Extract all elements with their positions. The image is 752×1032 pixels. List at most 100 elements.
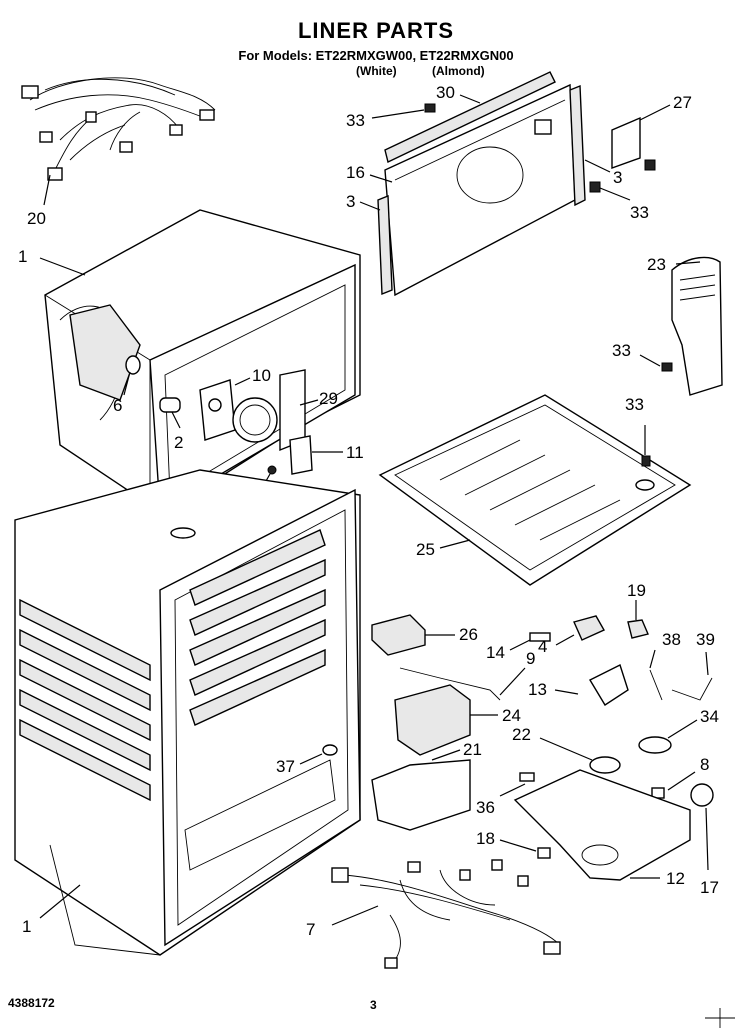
callout-26: 26: [459, 625, 478, 644]
part-36: [519, 772, 535, 782]
callout-33c: 33: [630, 203, 649, 222]
callout-34: 34: [700, 707, 719, 726]
leader-3b: [584, 159, 611, 173]
part-22: [589, 756, 621, 774]
leader-9: [499, 667, 526, 696]
part-9: [399, 667, 501, 701]
callout-10: 10: [252, 366, 271, 385]
fresh-food-liner: [14, 469, 361, 956]
callout-8: 8: [700, 755, 709, 774]
evaporator-cover: [377, 71, 586, 297]
part-38: [649, 669, 663, 701]
leader-17: [705, 807, 709, 871]
part-2: [159, 397, 181, 413]
callout-33b: 33: [346, 111, 365, 130]
page-number: 3: [370, 998, 377, 1012]
leader-20: [43, 174, 51, 206]
callout-33e: 33: [625, 395, 644, 414]
callout-14: 14: [486, 643, 505, 662]
part-26: [371, 614, 426, 656]
callout-7: 7: [306, 920, 315, 939]
callout-24: 24: [502, 706, 521, 725]
leader-4: [555, 634, 575, 646]
part-23-duct: [671, 256, 723, 396]
part-19: [627, 619, 649, 639]
leader-14: [509, 639, 531, 651]
part-33e: [641, 455, 651, 467]
callout-37: 37: [276, 757, 295, 776]
part-14: [529, 632, 551, 642]
callout-6: 6: [113, 396, 122, 415]
callout-16: 16: [346, 163, 365, 182]
callout-36: 36: [476, 798, 495, 817]
freezer-liner: [44, 209, 361, 516]
callout-27: 27: [673, 93, 692, 112]
leader-38: [649, 649, 656, 669]
callout-30: 30: [436, 83, 455, 102]
callout-25: 25: [416, 540, 435, 559]
callout-22: 22: [512, 725, 531, 744]
part-17-bulb: [690, 783, 714, 807]
part-27: [611, 116, 641, 169]
leader-10: [234, 377, 251, 386]
variant-white: (White): [356, 64, 397, 78]
wiring-harness-top: [21, 77, 216, 181]
callout-20: 20: [27, 209, 46, 228]
leader-29: [299, 399, 319, 406]
leader-18: [499, 839, 537, 852]
callout-3a: 3: [346, 192, 355, 211]
callout-11: 11: [346, 443, 364, 462]
part-34: [638, 736, 672, 754]
models-line: For Models: ET22RMXGW00, ET22RMXGN00: [238, 48, 514, 63]
leader-23: [675, 261, 701, 265]
leader-8: [667, 771, 696, 791]
document-number: 4388172: [8, 996, 55, 1010]
leader-1b: [39, 884, 81, 919]
callout-3b: 3: [613, 168, 622, 187]
leader-1a: [39, 257, 86, 276]
part-33d: [661, 362, 673, 372]
callout-33d: 33: [612, 341, 631, 360]
part-7-harness: [331, 859, 561, 969]
leader-6: [123, 371, 131, 396]
leader-34: [667, 719, 698, 739]
callout-19: 19: [627, 581, 646, 600]
variant-almond: (Almond): [432, 64, 485, 78]
part-15: [267, 465, 277, 475]
part-6: [125, 355, 141, 375]
callout-13: 13: [528, 680, 547, 699]
part-39: [671, 677, 713, 701]
part-37: [322, 744, 338, 756]
part-24: [394, 684, 471, 756]
leader-7: [331, 905, 379, 926]
callout-9: 9: [526, 649, 535, 668]
part-4: [573, 615, 605, 641]
page-title: LINER PARTS: [297, 18, 455, 43]
part-13: [589, 664, 629, 706]
callout-4: 4: [538, 637, 547, 656]
leader-39: [705, 651, 709, 676]
leader-16: [369, 174, 393, 183]
part-11: [289, 435, 313, 475]
leader-37: [299, 753, 323, 765]
callout-2: 2: [174, 433, 183, 452]
callout-23: 23: [647, 255, 666, 274]
leader-13: [554, 689, 579, 695]
registration-mark: [705, 1008, 735, 1028]
leader-21: [431, 749, 461, 761]
leader-2: [171, 411, 181, 429]
part-33c-screw: [644, 159, 656, 171]
part-25-floor-pan: [378, 394, 692, 586]
leader-27: [639, 104, 671, 121]
leader-33c: [599, 187, 631, 201]
callout-12: 12: [666, 869, 685, 888]
callout-1b: 1: [22, 917, 31, 936]
part-21: [371, 759, 471, 831]
callout-39: 39: [696, 630, 715, 649]
part-29-ring: [232, 397, 278, 443]
leader-33b: [371, 109, 425, 119]
leader-36: [499, 783, 526, 797]
callout-1a: 1: [18, 247, 27, 266]
callout-17: 17: [700, 878, 719, 897]
